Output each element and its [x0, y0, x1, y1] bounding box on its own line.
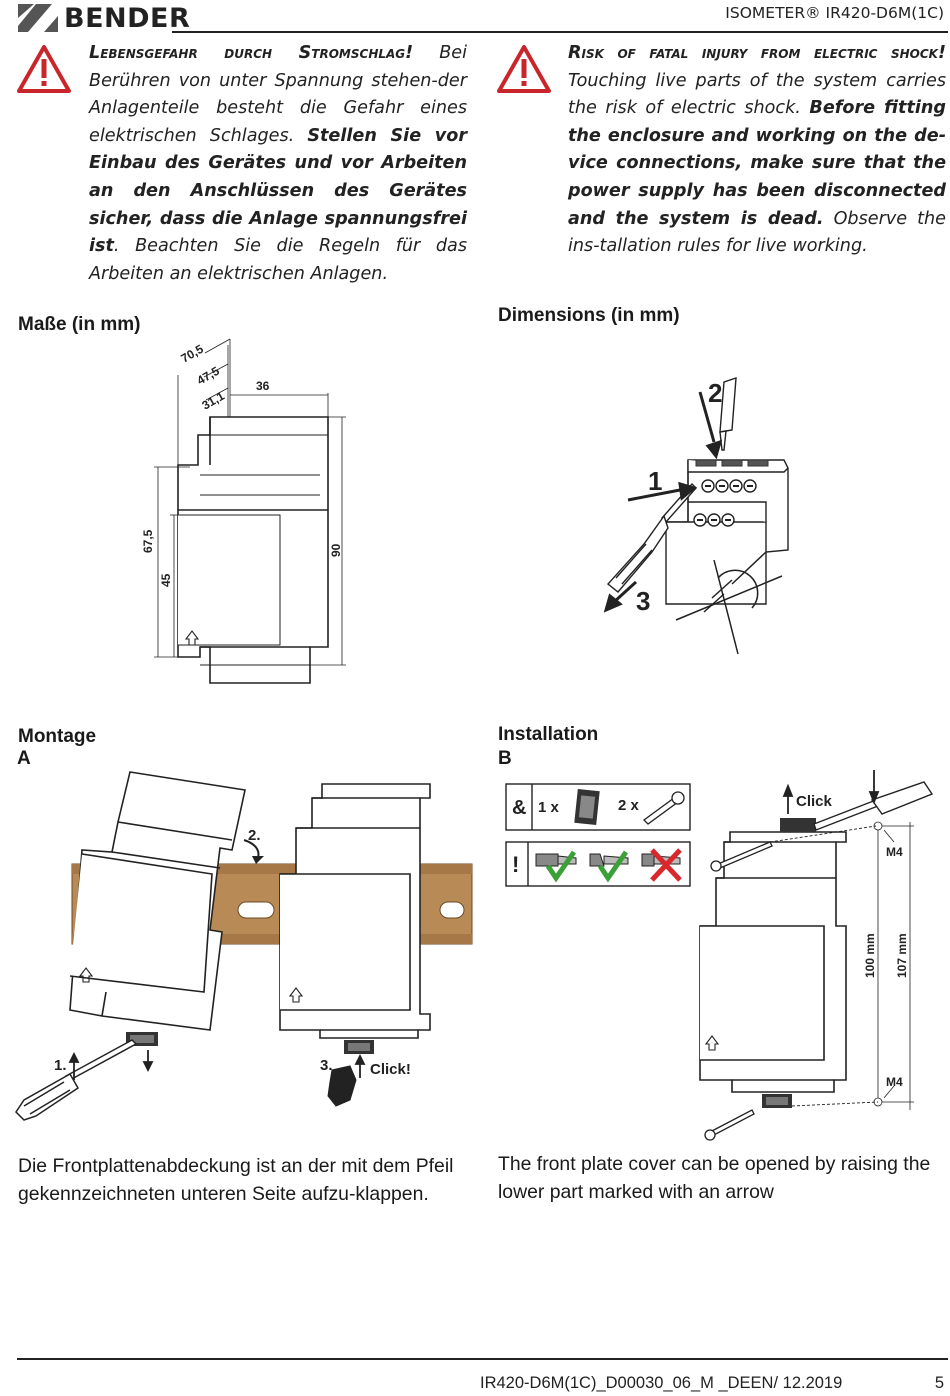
- page-number: 5: [934, 1374, 944, 1392]
- screw-type-ok-2-icon: [589, 850, 629, 883]
- terminal-connection-drawing: 2 1 3: [603, 377, 789, 655]
- caption-de: Die Frontplattenabdeckung ist an der mit…: [18, 1155, 454, 1205]
- mounting-heading-en: Installation: [498, 724, 599, 745]
- dim-90: 90: [329, 543, 343, 557]
- warning-body-de-2: . Beachten Sie die Regeln für das Arbeit…: [89, 236, 467, 284]
- mount-b-amp: &: [512, 797, 526, 819]
- brand-name: BENDER: [64, 2, 191, 34]
- screw-type-not-ok-icon: [641, 848, 682, 882]
- mount-b-qty-screw: 2 x: [618, 797, 640, 814]
- warning-title-de: Lebensgefahr durch Stromschlag!: [89, 43, 414, 63]
- bender-logo: BENDER: [18, 2, 190, 34]
- warning-body-en-1: Touching live parts of the system carrie…: [568, 70, 946, 119]
- label-a: A: [17, 748, 31, 769]
- dim-36: 36: [256, 379, 270, 393]
- dimensions-heading-de: Maße (in mm): [18, 314, 141, 335]
- mount-b-click: Click: [796, 793, 833, 810]
- terminal-step-1: 1: [648, 466, 662, 496]
- mount-b-qty-clip: 1 x: [538, 799, 560, 816]
- dim-45: 45: [159, 573, 173, 587]
- hand-icon: [327, 1065, 357, 1107]
- warning-triangle-icon: [17, 45, 71, 93]
- warning-text-en: Risk of fatal injury from electric shock…: [568, 40, 946, 261]
- mount-a-step-2: 2.: [248, 827, 261, 844]
- clip-icon: [574, 788, 600, 826]
- front-arrow-icon: [184, 630, 200, 646]
- dimensions-heading-en: Dimensions (in mm): [498, 305, 680, 326]
- warning-bold-de: Stellen Sie vor Einbau des Gerätes und v…: [89, 125, 467, 257]
- mount-a-step-1: 1.: [54, 1057, 67, 1074]
- screw-icon: [643, 791, 685, 825]
- warning-bold-en: Before fitting the enclosure and working…: [568, 98, 946, 229]
- terminal-step-3: 3: [636, 586, 650, 616]
- din-rail-mounting-drawing: 2. 1. 3. Click!: [15, 771, 473, 1121]
- footer-doc-id: IR420-D6M(1C)_D00030_06_M _DEEN/ 12.2019: [480, 1374, 843, 1392]
- warning-body-de-1: Bei Berühren von unter Spannung stehen-d…: [89, 43, 468, 146]
- label-b: B: [498, 748, 512, 769]
- dim-67-5: 67,5: [141, 529, 155, 553]
- mounting-heading-de: Montage: [18, 726, 97, 747]
- caption-en: The front plate cover can be opened by r…: [498, 1153, 931, 1203]
- mount-b-excl: !: [512, 852, 519, 877]
- dim-47-5: 47,5: [195, 364, 223, 388]
- dim-31-1: 31,1: [200, 389, 228, 413]
- mount-a-step-3: 3.: [320, 1057, 333, 1074]
- screw-mounting-drawing: & 1 x 2 x ! Click M4 M4 100 mm 107 mm: [505, 770, 934, 1141]
- mount-b-dim-107: 107 mm: [895, 933, 909, 978]
- product-title: ISOMETER® IR420-D6M(1C): [725, 4, 944, 22]
- warning-triangle-icon: [497, 45, 551, 93]
- mount-a-click: Click!: [370, 1061, 411, 1078]
- bender-logo-icon: [18, 4, 58, 32]
- warning-title-en: Risk of fatal injury from electric shock…: [568, 43, 946, 63]
- terminal-step-2: 2: [708, 378, 722, 408]
- dimension-drawing: 70,5 47,5 31,1 36 67,5 45 90: [141, 338, 346, 684]
- mount-b-m4-top: M4: [886, 845, 903, 859]
- footer-rule: [17, 1358, 948, 1360]
- dim-70-5: 70,5: [179, 342, 207, 366]
- header-rule: [172, 31, 948, 33]
- mount-b-m4-bottom: M4: [886, 1075, 903, 1089]
- mount-b-dim-100: 100 mm: [863, 933, 877, 978]
- warning-body-en-2: Observe the ins-tallation rules for live…: [568, 208, 946, 257]
- screw-type-ok-1-icon: [535, 850, 577, 883]
- warning-text-de: Lebensgefahr durch Stromschlag! Bei Berü…: [89, 40, 467, 288]
